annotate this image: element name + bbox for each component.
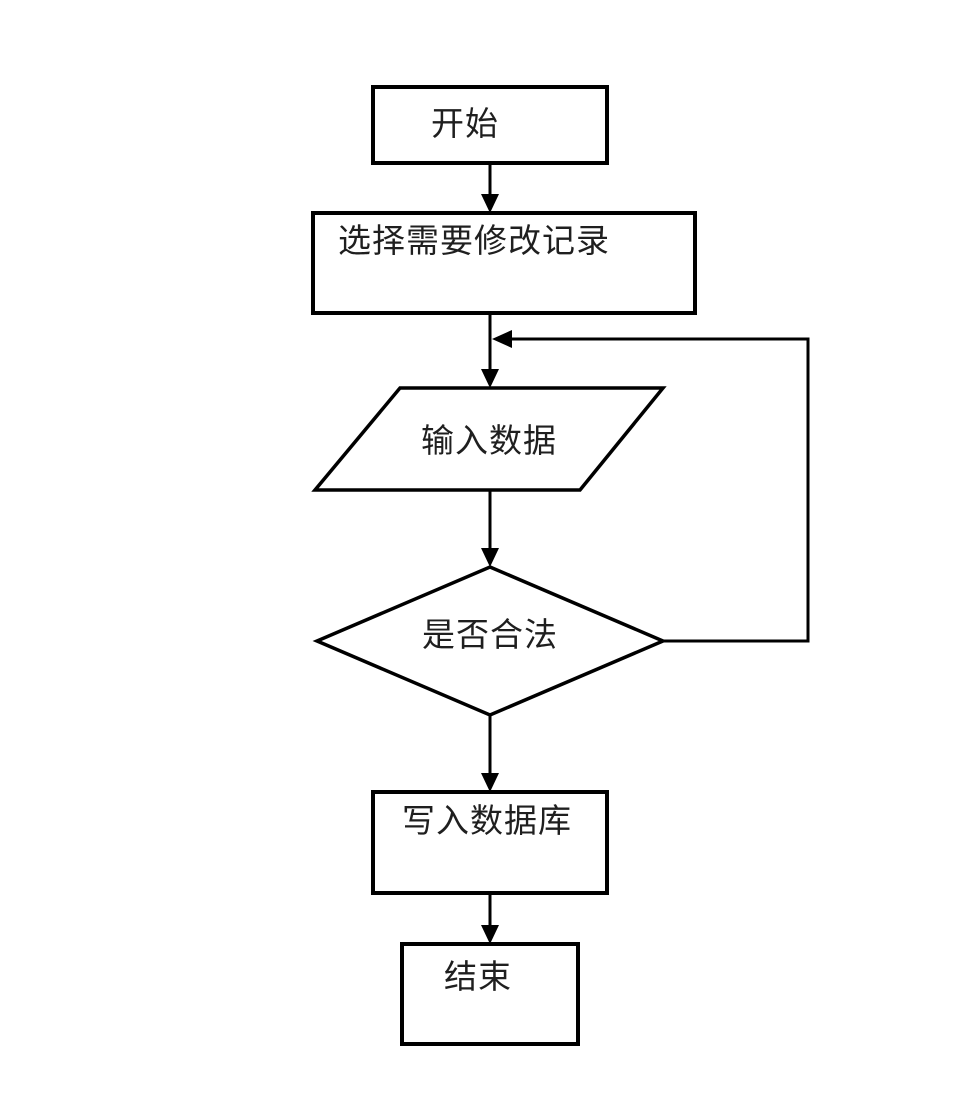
write-node-label: 写入数据库 <box>402 804 572 840</box>
arrowhead-into-input <box>481 369 499 388</box>
end-node-label: 结束 <box>444 960 512 996</box>
arrowhead-into-write <box>481 773 499 792</box>
select-node-label: 选择需要修改记录 <box>338 224 610 260</box>
arrowhead-into-select <box>481 194 499 213</box>
arrowhead-into-end <box>481 925 499 944</box>
arrowhead-into-decision <box>481 548 499 567</box>
edge-decision-loopback <box>512 337 810 643</box>
select-node-shape <box>311 211 697 315</box>
decision-node-shape <box>312 565 668 717</box>
start-node-label: 开始 <box>431 106 499 143</box>
arrowhead-loopback-left <box>492 330 512 348</box>
write-node-shape <box>371 790 609 895</box>
input-node-shape <box>311 386 667 492</box>
decision-node-label: 是否合法 <box>422 617 558 654</box>
nodes-group <box>311 85 697 1046</box>
edges-group <box>488 163 810 926</box>
input-node-label: 输入数据 <box>421 423 557 460</box>
end-node-shape <box>400 942 580 1046</box>
arrowheads-group <box>481 194 512 944</box>
start-node-shape <box>371 85 609 165</box>
